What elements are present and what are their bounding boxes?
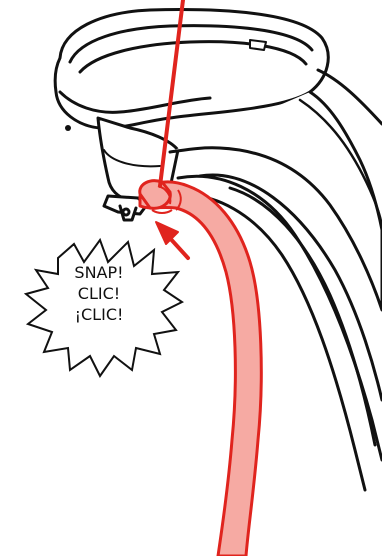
callout-line-clic: CLIC! xyxy=(40,283,158,304)
callout-line-snap: SNAP! xyxy=(40,262,158,283)
callout-line-clic-es: ¡CLIC! xyxy=(40,304,158,325)
snap-callout-text: SNAP! CLIC! ¡CLIC! xyxy=(40,262,158,325)
red-arrow-icon xyxy=(156,222,188,258)
pink-hose xyxy=(140,181,261,556)
